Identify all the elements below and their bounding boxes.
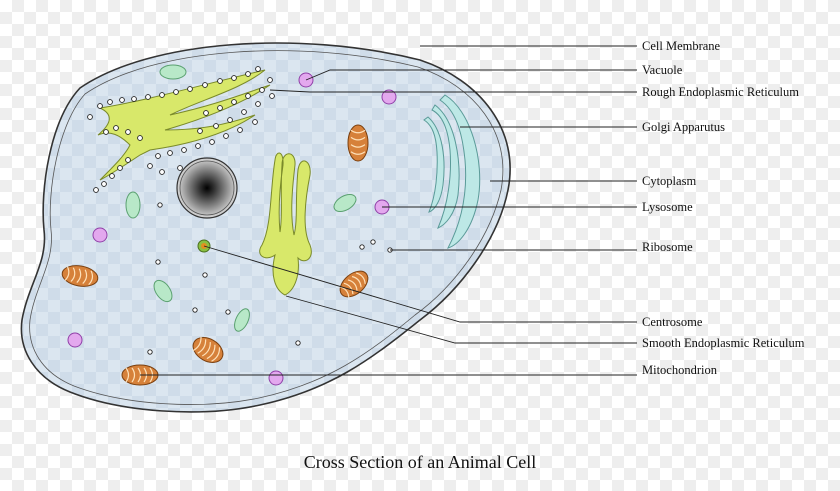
ribosome-dot xyxy=(231,75,237,81)
ribosome-dot xyxy=(195,143,201,149)
leader-lines xyxy=(140,45,637,376)
nucleus xyxy=(176,157,238,219)
ribosome-dot xyxy=(245,93,251,99)
ribosome-dot xyxy=(203,110,209,116)
vacuole xyxy=(159,64,187,80)
ribosome-dot xyxy=(223,133,229,139)
ribosome-dot xyxy=(209,139,215,145)
lysosome xyxy=(381,89,397,105)
smooth-er xyxy=(259,152,312,296)
label-mitochondrion: Mitochondrion xyxy=(642,363,717,377)
free-ribosome xyxy=(225,309,231,315)
ribosome-dot xyxy=(117,165,123,171)
ribosome-dot xyxy=(202,82,208,88)
free-ribosome xyxy=(155,259,161,265)
free-ribosome xyxy=(157,202,163,208)
label-smooth-er: Smooth Endoplasmic Reticulum xyxy=(642,336,805,350)
ribosome-dot xyxy=(177,165,183,171)
ribosome-dot xyxy=(97,103,103,109)
ribosome-dot xyxy=(245,71,251,77)
ribosome-dot xyxy=(159,92,165,98)
membrane-inner-line xyxy=(29,50,504,405)
ribosome-dot xyxy=(255,101,261,107)
cytoplasm xyxy=(20,42,511,413)
rough-er xyxy=(97,69,271,181)
ribosome-dot xyxy=(259,87,265,93)
vacuole xyxy=(333,193,357,213)
ribosome-dot xyxy=(109,173,115,179)
label-vacuole: Vacuole xyxy=(642,63,683,77)
mitochondrion xyxy=(192,336,224,363)
label-cytoplasm: Cytoplasm xyxy=(642,174,697,188)
golgi-apparatus xyxy=(423,94,481,249)
ribosome-dot xyxy=(103,129,109,135)
mitochondrion xyxy=(347,124,369,162)
ribosome-dot xyxy=(227,117,233,123)
label-golgi: Golgi Apparutus xyxy=(642,120,725,134)
free-ribosome xyxy=(295,340,301,346)
lysosome xyxy=(268,370,284,386)
free-ribosome xyxy=(370,239,376,245)
ribosome-dot xyxy=(125,129,131,135)
free-ribosome xyxy=(202,272,208,278)
ribosome-dot xyxy=(87,114,93,120)
label-ribosome: Ribosome xyxy=(642,240,693,254)
ribosome-dot xyxy=(125,157,131,163)
vacuole xyxy=(234,308,250,332)
ribosome-dot xyxy=(167,150,173,156)
ribosome-dot xyxy=(93,187,99,193)
ribosome-dot xyxy=(145,94,151,100)
ribosome-dot xyxy=(267,77,273,83)
label-cell-membrane: Cell Membrane xyxy=(642,39,721,53)
vacuole xyxy=(153,279,173,303)
free-ribosome xyxy=(147,349,153,355)
mitochondrion xyxy=(339,270,369,298)
label-centrosome: Centrosome xyxy=(642,315,703,329)
ribosome-dot xyxy=(197,128,203,134)
ribosome-dot xyxy=(107,99,113,105)
ribosome-dot xyxy=(255,66,261,72)
rough-er-ribosomes xyxy=(87,66,275,193)
ribosome-dot xyxy=(187,86,193,92)
ribosome-dot xyxy=(213,123,219,129)
mitochondrion xyxy=(61,265,99,287)
ribosome-dot xyxy=(217,78,223,84)
lysosome xyxy=(92,227,108,243)
ribosome-dot xyxy=(159,169,165,175)
vacuole xyxy=(125,191,141,219)
diagram-caption: Cross Section of an Animal Cell xyxy=(303,452,537,472)
ribosome-dot xyxy=(137,135,143,141)
ribosome-dot xyxy=(237,127,243,133)
ribosome-dot xyxy=(181,147,187,153)
ribosome-dot xyxy=(231,99,237,105)
lysosome xyxy=(67,332,83,348)
label-rough-er: Rough Endoplasmic Reticulum xyxy=(642,85,799,99)
ribosome-dot xyxy=(217,105,223,111)
ribosome-dot xyxy=(155,153,161,159)
label-lysosome: Lysosome xyxy=(642,200,693,214)
free-ribosome xyxy=(359,244,365,250)
ribosome-dot xyxy=(147,163,153,169)
ribosome-dot xyxy=(131,96,137,102)
free-ribosome xyxy=(192,307,198,313)
ribosome-dot xyxy=(173,89,179,95)
ribosome-dot xyxy=(269,93,275,99)
ribosome-dot xyxy=(252,119,258,125)
nucleus-envelope xyxy=(179,160,235,216)
ribosome-dot xyxy=(119,97,125,103)
ribosome-dot xyxy=(113,125,119,131)
ribosome-dot xyxy=(241,109,247,115)
ribosome-dot xyxy=(101,181,107,187)
